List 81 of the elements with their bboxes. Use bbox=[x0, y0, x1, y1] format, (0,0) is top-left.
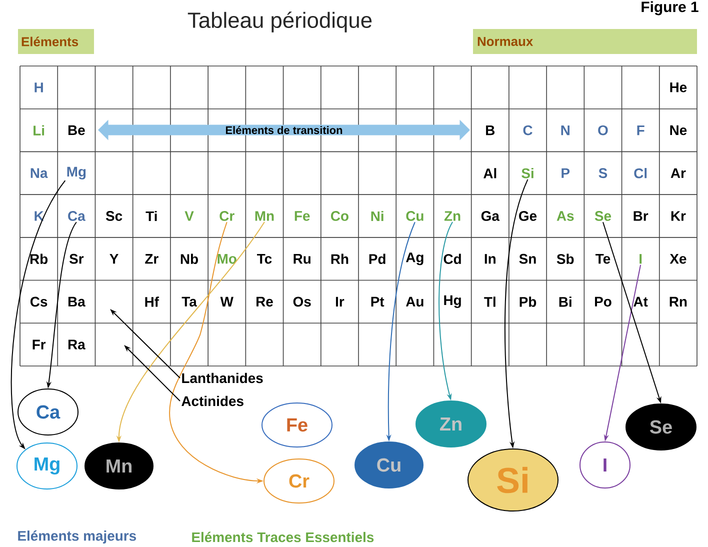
element-symbol: Cl bbox=[634, 168, 647, 178]
element-symbol: Ag bbox=[406, 252, 424, 266]
element-symbol: Pd bbox=[369, 254, 386, 264]
category-label: Eléments majeurs bbox=[18, 530, 136, 544]
element-symbol: Mg bbox=[67, 166, 86, 180]
element-symbol: Ar bbox=[670, 168, 686, 178]
element-symbol: Tl bbox=[484, 296, 496, 307]
element-symbol: At bbox=[634, 296, 648, 307]
element-symbol: Ca bbox=[68, 211, 86, 221]
element-symbol: Pb bbox=[520, 296, 536, 307]
element-symbol: Sn bbox=[519, 254, 536, 264]
element-symbol: Bi bbox=[559, 296, 572, 307]
element-symbol: Na bbox=[30, 168, 48, 178]
element-symbol: Fr bbox=[32, 340, 46, 350]
element-symbol: Ru bbox=[294, 254, 310, 264]
element-symbol: Cu bbox=[406, 211, 424, 221]
element-symbol: Cs bbox=[30, 296, 48, 307]
element-symbol: Pt bbox=[371, 296, 384, 307]
element-symbol: Al bbox=[484, 168, 496, 178]
element-symbol: Co bbox=[330, 211, 348, 221]
element-symbol: V bbox=[184, 211, 194, 221]
element-symbol: O bbox=[598, 125, 608, 136]
element-symbol: K bbox=[34, 211, 44, 221]
heading-bar: Eléments bbox=[18, 29, 94, 54]
element-symbol: Mn bbox=[255, 211, 274, 221]
element-symbol: Ir bbox=[336, 296, 344, 306]
element-symbol: H bbox=[34, 82, 43, 92]
element-symbol: Y bbox=[110, 254, 118, 264]
group-label: Actinides bbox=[182, 396, 244, 406]
element-symbol: I bbox=[640, 254, 642, 264]
element-symbol: Br bbox=[634, 211, 648, 221]
group-label: Lanthanides bbox=[182, 372, 263, 384]
element-symbol: Ra bbox=[68, 340, 86, 350]
element-symbol: Kr bbox=[671, 211, 686, 221]
element-symbol: W bbox=[220, 296, 234, 306]
heading-bar: Normaux bbox=[473, 29, 697, 54]
element-symbol: Te bbox=[596, 254, 610, 264]
element-symbol: Ba bbox=[68, 296, 86, 307]
element-symbol: Tc bbox=[257, 254, 272, 264]
element-symbol: Sr bbox=[69, 254, 84, 264]
element-symbol: Hg bbox=[444, 295, 461, 308]
element-symbol: Rn bbox=[670, 296, 687, 306]
element-symbol: Sb bbox=[556, 254, 574, 264]
element-symbol: N bbox=[561, 126, 570, 136]
element-symbol: Fe bbox=[294, 211, 310, 221]
element-symbol: Nb bbox=[180, 254, 198, 264]
element-symbol: Sc bbox=[106, 211, 122, 221]
element-symbol: Ti bbox=[146, 210, 157, 222]
element-symbol: Re bbox=[256, 296, 273, 307]
element-symbol: Ta bbox=[182, 296, 197, 307]
element-symbol: B bbox=[486, 126, 495, 136]
element-symbol: Hf bbox=[145, 296, 160, 307]
element-symbol: C bbox=[523, 125, 532, 136]
element-symbol: Mo bbox=[218, 254, 236, 264]
title: Tableau périodique bbox=[188, 12, 372, 32]
element-symbol: F bbox=[637, 126, 644, 136]
element-symbol: Xe bbox=[670, 254, 686, 264]
element-symbol: As bbox=[556, 211, 574, 221]
element-symbol: Ga bbox=[481, 211, 500, 221]
element-symbol: S bbox=[598, 168, 608, 178]
element-symbol: Be bbox=[68, 125, 85, 136]
figure-label: Figure 1 bbox=[642, 1, 698, 16]
element-symbol: Ni bbox=[371, 210, 384, 222]
element-symbol: Ge bbox=[519, 211, 537, 221]
element-symbol: Rh bbox=[331, 254, 348, 264]
element-symbol: Zn bbox=[444, 211, 460, 221]
element-symbol: Si bbox=[522, 168, 534, 178]
element-symbol: Se bbox=[594, 211, 612, 221]
element-symbol: Po bbox=[595, 296, 612, 307]
element-symbol: Cd bbox=[444, 254, 461, 264]
element-symbol: Ne bbox=[670, 125, 687, 136]
element-symbol: Cr bbox=[220, 211, 234, 221]
element-symbol: In bbox=[484, 254, 496, 264]
element-symbol: He bbox=[670, 82, 687, 92]
category-label: Eléments Traces Essentiels bbox=[192, 532, 374, 542]
element-symbol: Zr bbox=[145, 254, 158, 264]
element-symbol: Li bbox=[34, 125, 44, 136]
element-symbol: P bbox=[562, 168, 570, 178]
element-symbol: Au bbox=[406, 296, 424, 307]
element-symbol: Rb bbox=[30, 254, 48, 264]
element-symbol: Os bbox=[293, 296, 311, 307]
